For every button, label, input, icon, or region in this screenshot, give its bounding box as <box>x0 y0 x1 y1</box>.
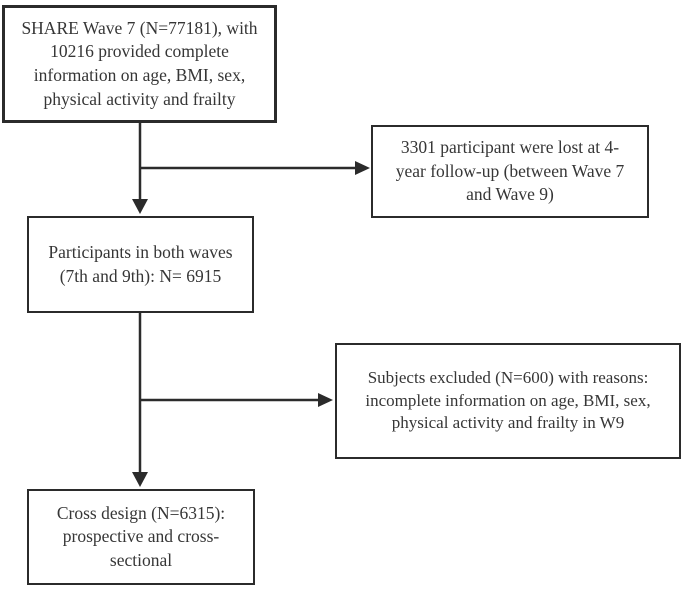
node-share-wave7: SHARE Wave 7 (N=77181), with 10216 provi… <box>2 5 277 123</box>
node-lost-followup: 3301 participant were lost at 4- year fo… <box>371 125 649 218</box>
arrow-branch-to-lost-followup <box>139 161 370 175</box>
node-both-waves-text: Participants in both waves (7th and 9th)… <box>48 241 233 286</box>
arrow-bothwaves-to-crossdesign <box>132 313 148 487</box>
node-both-waves: Participants in both waves (7th and 9th)… <box>27 216 254 313</box>
node-lost-followup-text: 3301 participant were lost at 4- year fo… <box>395 137 625 205</box>
node-subjects-excluded: Subjects excluded (N=600) with reasons: … <box>335 343 681 459</box>
node-subjects-excluded-text: Subjects excluded (N=600) with reasons: … <box>365 367 651 433</box>
arrow-branch-to-excluded <box>139 393 333 407</box>
node-cross-design-text: Cross design (N=6315): prospective and c… <box>56 502 226 570</box>
node-cross-design: Cross design (N=6315): prospective and c… <box>27 489 255 585</box>
arrow-wave7-to-bothwaves <box>132 123 148 214</box>
node-share-wave7-text: SHARE Wave 7 (N=77181), with 10216 provi… <box>21 17 258 109</box>
